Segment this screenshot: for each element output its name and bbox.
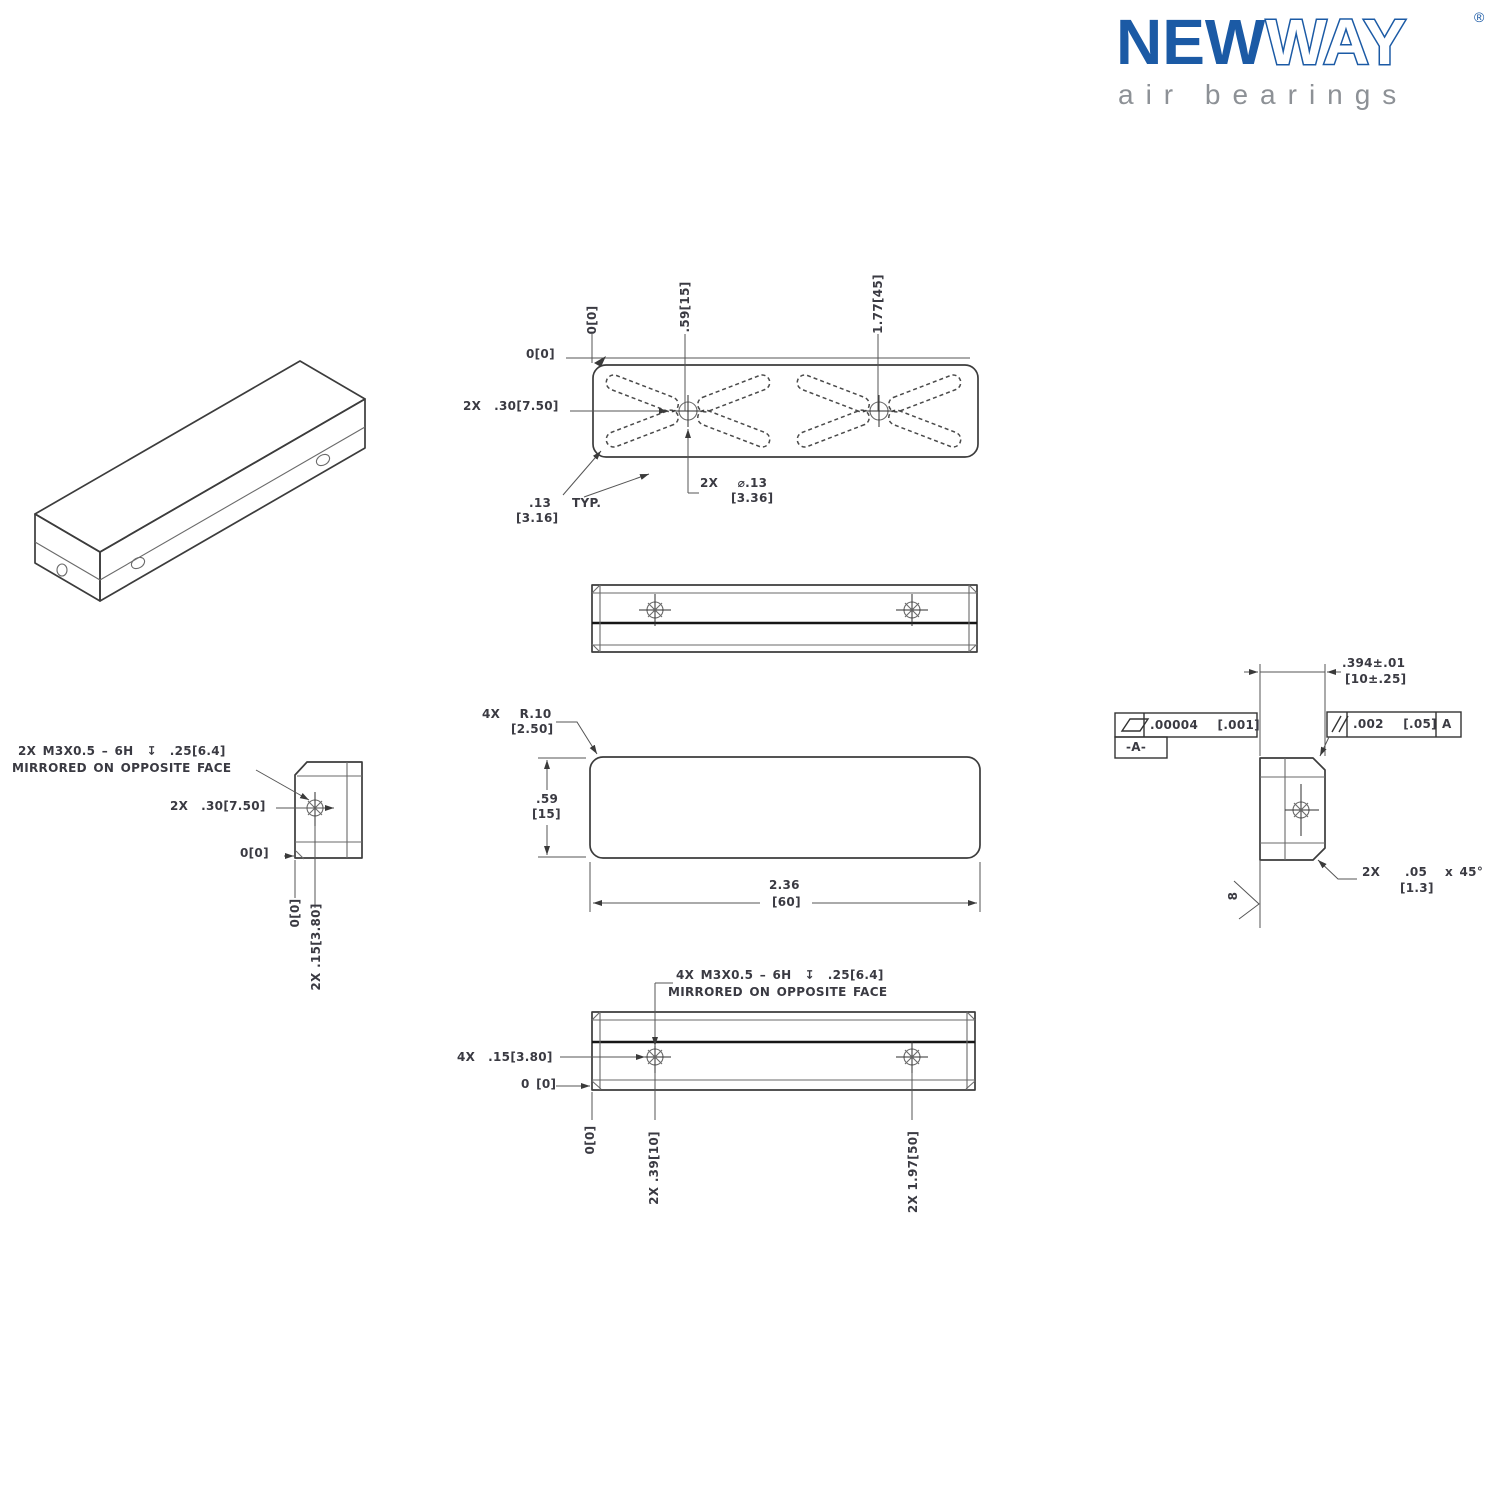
thickness-dimension: .394±.01 xyxy=(1342,656,1406,670)
thread-hole-symbol xyxy=(1285,784,1319,836)
thread-hole-symbol xyxy=(896,594,928,626)
surface-finish-value: 8 xyxy=(1226,891,1240,901)
height-dimension: .59 xyxy=(536,792,559,806)
parallelism-tolerance-value: .002 [.05] xyxy=(1353,717,1437,731)
air-port xyxy=(863,395,895,427)
iso-side-thread-hole xyxy=(315,453,331,467)
ordinate-zero-left: 0[0] xyxy=(526,347,555,361)
left-side-view xyxy=(255,761,363,908)
thread-callout: 2X M3X0.5 – 6H ↧ .25[6.4] xyxy=(18,744,226,758)
logo-registered-mark: ® xyxy=(1474,9,1485,25)
thread-callout: 4X M3X0.5 – 6H ↧ .25[6.4] xyxy=(676,968,884,982)
groove-width-mm: [3.16] xyxy=(516,511,559,525)
front-view xyxy=(538,721,981,912)
groove-typ-note: TYP. xyxy=(572,496,602,510)
mirror-note: MIRRORED ON OPPOSITE FACE xyxy=(668,985,888,999)
ordinate-zero: 0[0] xyxy=(240,846,269,860)
port-offset-dimension: 2X .30[7.50] xyxy=(463,399,559,413)
chamfer-size-mm: [1.3] xyxy=(1400,881,1434,895)
ordinate-hole1: .59[15] xyxy=(678,281,692,333)
side-view xyxy=(591,584,978,653)
parallelism-feature-control-frame xyxy=(1326,711,1462,738)
ordinate-hole2-vertical: 2X 1.97[50] xyxy=(906,1130,920,1214)
ordinate-zero-vertical: 0[0] xyxy=(288,898,302,928)
thread-offset-dimension: 2X .30[7.50] xyxy=(170,799,266,813)
zero-arrow xyxy=(594,356,606,367)
ordinate-hole1-vertical: 2X .39[10] xyxy=(647,1131,661,1205)
ordinate-zero-vertical: 0[0] xyxy=(585,305,599,335)
x-groove-pattern xyxy=(796,374,962,448)
ordinate-zero: 0 [0] xyxy=(521,1077,557,1091)
datum-label: -A- xyxy=(1126,740,1147,754)
logo-tagline: air bearings xyxy=(1118,79,1408,110)
datum-frame xyxy=(1114,736,1168,759)
ordinate-hole2: 1.77[45] xyxy=(871,274,885,334)
parallelism-datum-ref: A xyxy=(1442,717,1452,731)
corner-radius-mm: [2.50] xyxy=(511,722,554,736)
chamfer-qty: 2X xyxy=(1362,865,1381,879)
isometric-view xyxy=(34,360,366,602)
iso-end-thread-hole xyxy=(56,563,68,577)
newway-logo: NEW WAY ® air bearings xyxy=(1116,5,1485,111)
port-diameter-mm: [3.36] xyxy=(731,491,774,505)
logo-way: WAY xyxy=(1266,6,1406,78)
ordinate-hole-vertical: 2X .15[3.80] xyxy=(309,903,323,991)
thread-hole-symbol xyxy=(896,1041,928,1073)
mirror-note: MIRRORED ON OPPOSITE FACE xyxy=(12,761,232,775)
flatness-feature-control-frame xyxy=(1114,712,1258,738)
parallelism-icon xyxy=(1338,715,1349,733)
top-view xyxy=(562,334,979,498)
chamfer-size: .05 xyxy=(1405,865,1428,879)
iso-side-thread-hole xyxy=(130,556,146,570)
flatness-tolerance-value: .00004 [.001] xyxy=(1150,718,1260,732)
surface-finish-icon xyxy=(1233,880,1260,920)
bottom-view xyxy=(556,982,976,1120)
width-dimension: 2.36 xyxy=(769,878,800,892)
thickness-dimension-mm: [10±.25] xyxy=(1345,672,1407,686)
air-port xyxy=(672,395,704,427)
parallelism-icon xyxy=(1331,715,1342,733)
port-diameter-dimension: 2X ⌀.13 xyxy=(700,476,768,490)
flatness-icon xyxy=(1120,718,1150,732)
hole-edge-offset-dimension: 4X .15[3.80] xyxy=(457,1050,553,1064)
corner-radius-note: 4X R.10 xyxy=(482,707,552,721)
right-side-view xyxy=(1114,664,1462,928)
x-groove-pattern xyxy=(605,374,771,448)
groove-width-dimension: .13 xyxy=(529,496,552,510)
height-dimension-mm: [15] xyxy=(532,807,561,821)
width-dimension-mm: [60] xyxy=(772,895,801,909)
logo-new: NEW xyxy=(1116,6,1266,78)
chamfer-angle: x 45° xyxy=(1445,865,1484,879)
thread-hole-symbol xyxy=(639,594,671,626)
ordinate-zero-vertical: 0[0] xyxy=(583,1125,597,1155)
